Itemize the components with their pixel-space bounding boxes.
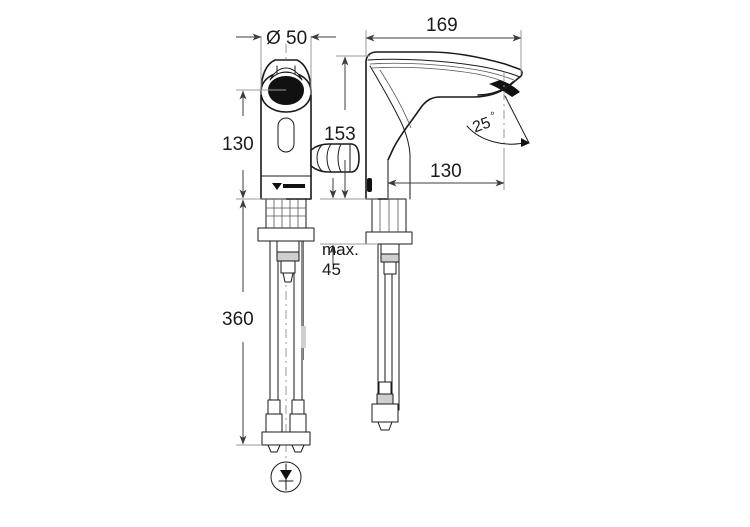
spout-nose-curve: [477, 81, 514, 96]
spout-under-sweep: [369, 65, 411, 155]
dimension-height-153: 153: [324, 55, 370, 200]
symbol-arrow-icon: [280, 470, 292, 480]
dimension-label-angle-25: 25: [470, 114, 493, 136]
spout-inner-lip: [269, 67, 303, 81]
front-riser-assembly: [257, 198, 315, 453]
side-sensor-lens: [367, 178, 372, 192]
dimension-label-height-130: 130: [222, 134, 254, 155]
lever-ring-2: [326, 143, 332, 173]
mounting-washer: [257, 227, 315, 242]
angle-arc-arrow: [521, 138, 530, 147]
dimension-angle-25: 25 °: [470, 110, 497, 137]
side-bottom-fitting-upper: [378, 381, 392, 395]
cable-marker: [301, 326, 306, 348]
bottom-fitting-right-lower: [289, 413, 307, 433]
lever-ring-1: [316, 144, 323, 172]
lever-ring-3: [337, 143, 342, 173]
dimension-diameter-50: Ø 50: [236, 28, 336, 95]
dimension-label-max: max.: [322, 240, 359, 259]
side-lock-nut-mid: [380, 253, 400, 263]
spout-under-sweep-2: [379, 69, 412, 129]
dimension-height-360: 360: [222, 198, 262, 446]
side-body-spout: [365, 51, 523, 200]
side-bottom-hex-nut: [371, 403, 399, 423]
lock-nut-upper: [276, 240, 300, 253]
bottom-hex-nut: [261, 431, 311, 446]
dimension-length-169: 169: [365, 15, 522, 74]
side-mounting-washer: [365, 231, 413, 245]
brand-triangle-mark: [272, 183, 282, 190]
bottom-tail-right: [291, 444, 305, 453]
lock-nut-lower: [280, 260, 296, 274]
dimension-label-length-169: 169: [426, 15, 458, 36]
side-elevation-view: [365, 51, 530, 431]
side-lock-nut-upper: [380, 243, 400, 255]
side-riser-assembly: [365, 198, 413, 431]
brand-bar-mark: [283, 184, 305, 188]
connector-taper: [282, 272, 294, 283]
bottom-tail-left: [267, 444, 281, 453]
front-lever-handle: [310, 143, 360, 173]
supply-connection-symbol: [270, 461, 302, 493]
spout-top-rib-1: [367, 58, 521, 78]
bottom-fitting-left-upper: [267, 399, 281, 415]
dimension-max-45: max. 45: [320, 178, 378, 279]
degree-symbol-icon: °: [489, 110, 497, 123]
angle-ray: [504, 95, 530, 144]
lock-nut-mid: [276, 251, 300, 262]
spout-top-rib-2: [369, 62, 517, 82]
dimension-label-diameter-50: Ø 50: [266, 28, 307, 49]
dimension-length-130-side: 130: [387, 150, 505, 199]
bottom-fitting-left-lower: [265, 413, 283, 433]
front-body: [260, 59, 312, 200]
side-lock-nut-lower: [383, 261, 397, 275]
sensor-window: [277, 117, 295, 153]
dimension-label-length-130-side: 130: [430, 161, 462, 182]
dimension-label-45: 45: [322, 260, 341, 279]
dimension-label-height-360: 360: [222, 309, 254, 330]
side-bottom-tail: [377, 421, 393, 431]
side-bottom-fitting-mid: [376, 393, 394, 405]
dimension-label-height-153: 153: [324, 124, 356, 145]
bottom-fitting-right-upper: [291, 399, 305, 415]
threaded-shank: [265, 198, 307, 229]
